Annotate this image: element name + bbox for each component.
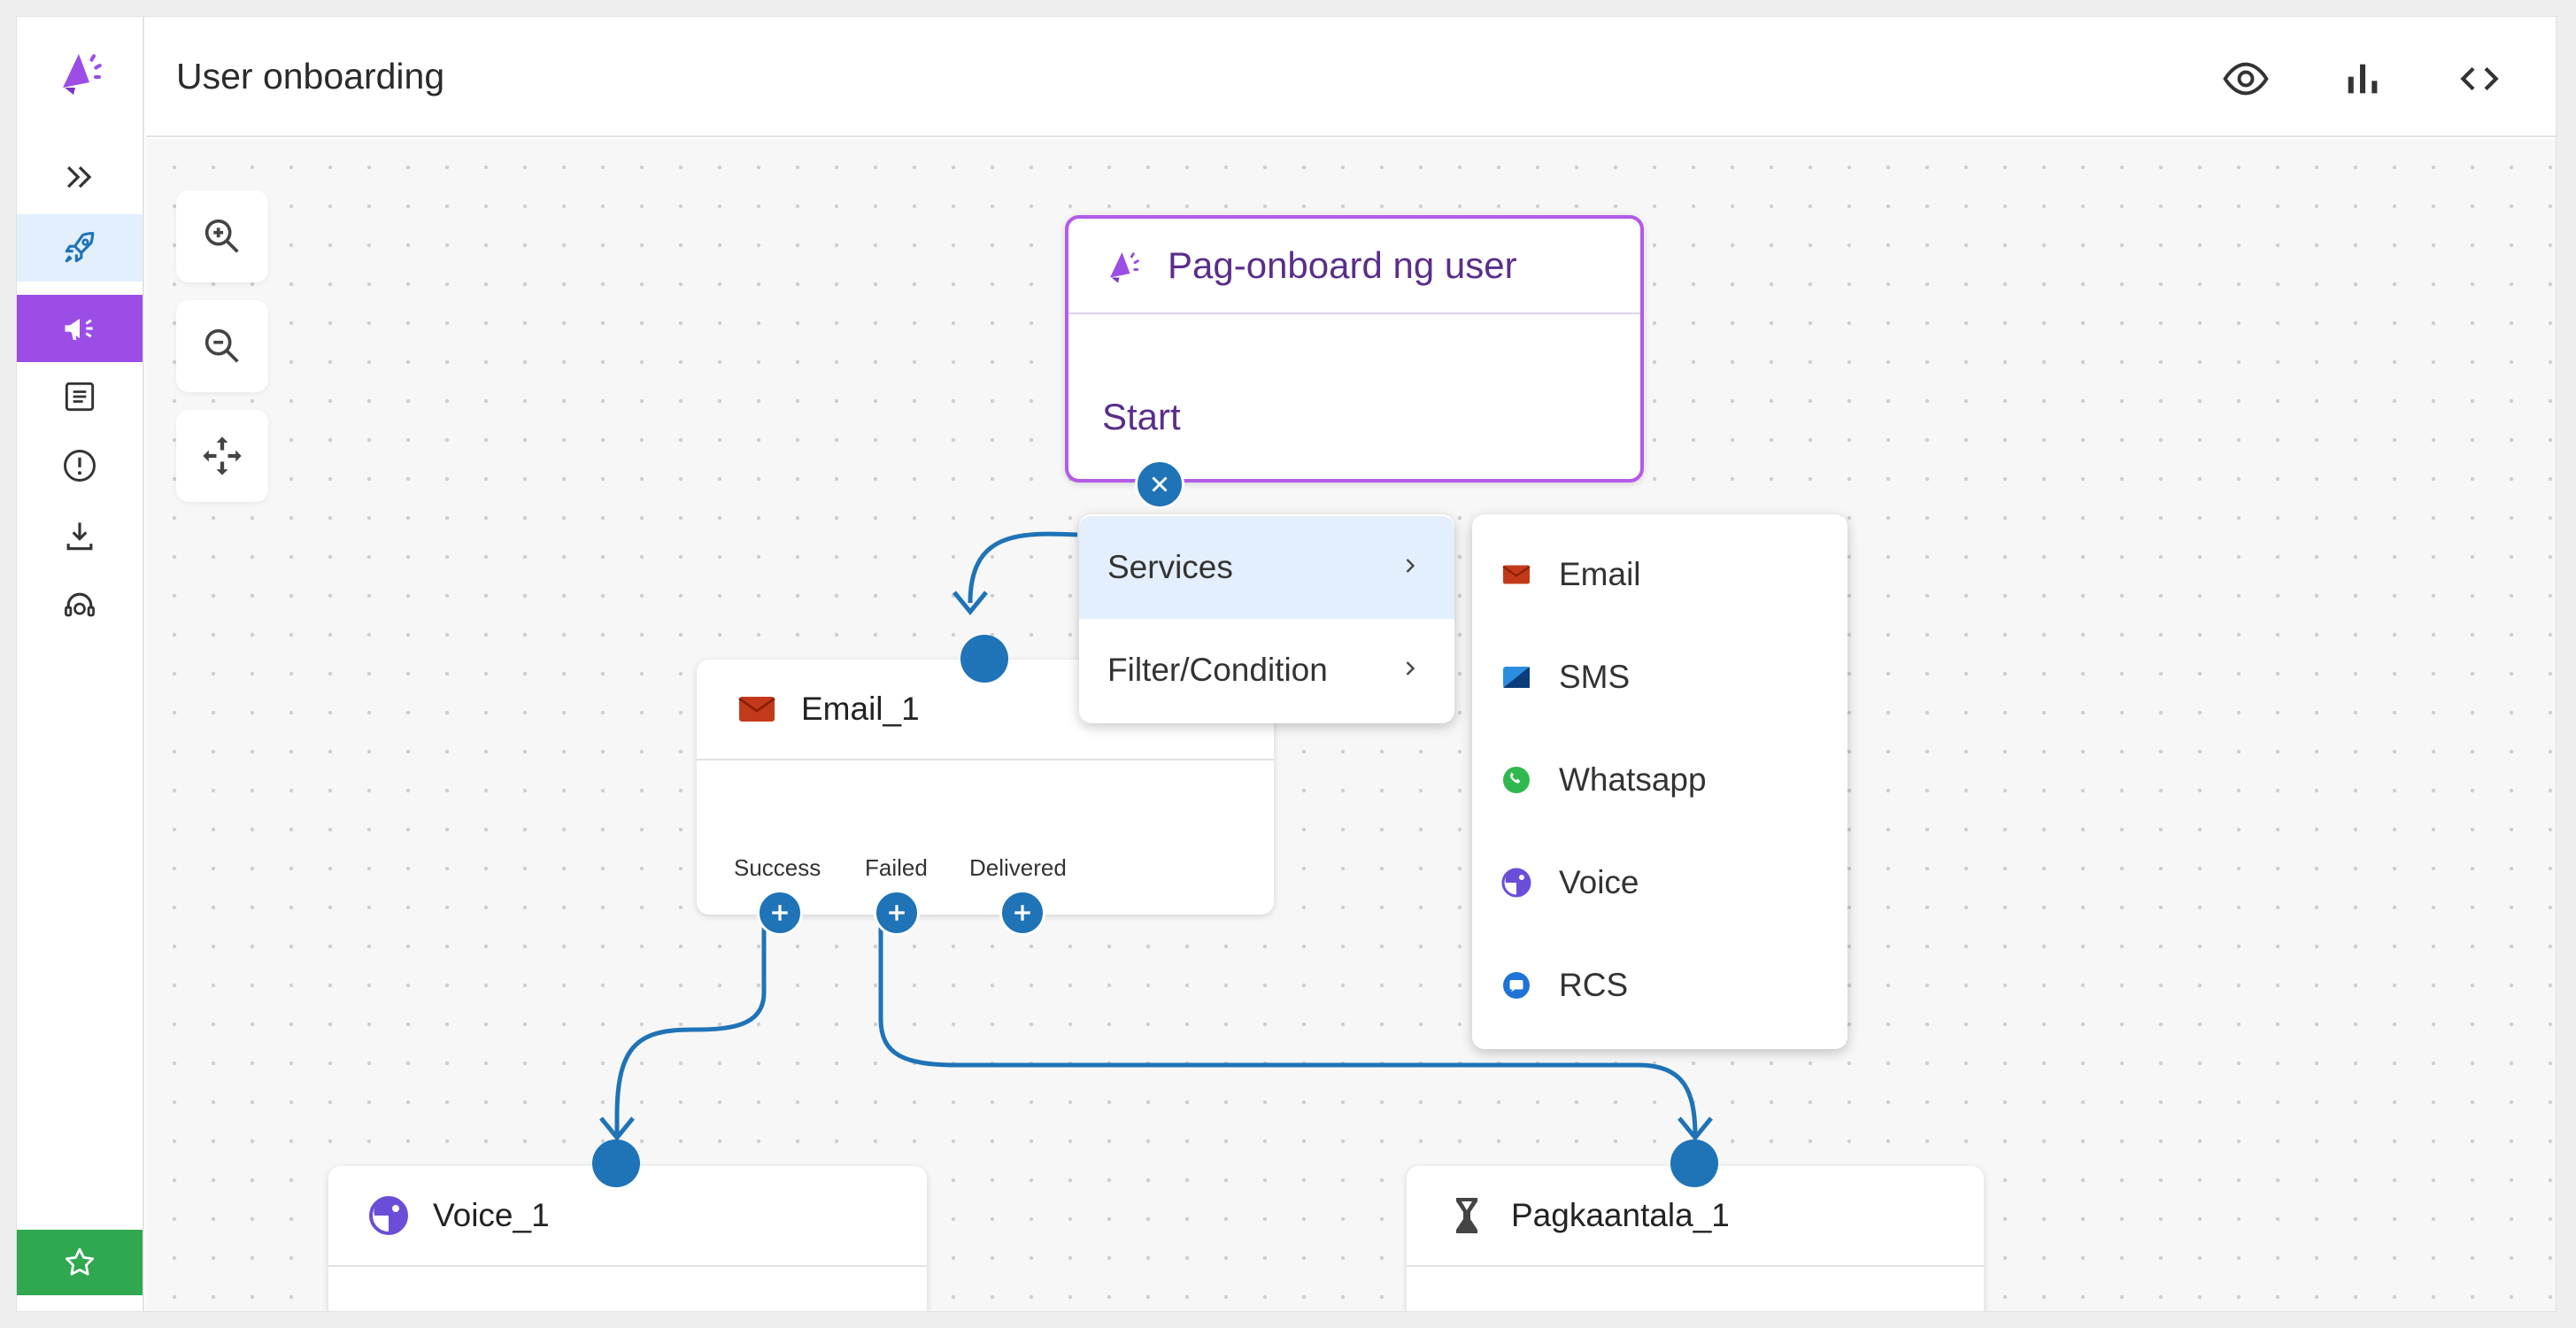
code-view-button[interactable] bbox=[2451, 50, 2508, 107]
alert-icon bbox=[64, 450, 96, 482]
hourglass-icon bbox=[1446, 1194, 1488, 1237]
service-email-label: Email bbox=[1559, 556, 1641, 592]
add-failed-step-button[interactable] bbox=[874, 890, 920, 936]
email-icon bbox=[1500, 559, 1532, 591]
page-title: User onboarding bbox=[176, 56, 445, 97]
code-icon bbox=[2460, 66, 2499, 91]
star-icon bbox=[65, 1247, 95, 1276]
service-sms-label: SMS bbox=[1559, 659, 1631, 695]
node-context-menu: Services Filter/Condition bbox=[1079, 514, 1454, 723]
menu-item-services[interactable]: Services bbox=[1079, 516, 1454, 619]
start-node-header: Pag-onboard ng user bbox=[1068, 219, 1640, 314]
delay-node-input-handle[interactable] bbox=[1670, 1139, 1718, 1187]
sidebar bbox=[17, 17, 144, 1311]
voice-node[interactable]: Voice_1 bbox=[328, 1166, 927, 1311]
eye-icon bbox=[2223, 62, 2269, 96]
voice-icon bbox=[367, 1194, 410, 1237]
service-rcs[interactable]: RCS bbox=[1472, 934, 1847, 1037]
service-whatsapp-label: Whatsapp bbox=[1559, 761, 1707, 798]
favorite-button[interactable] bbox=[17, 1230, 143, 1295]
delay-node-header: Pagkaantala_1 bbox=[1407, 1166, 1984, 1267]
delay-node-title: Pagkaantala_1 bbox=[1511, 1197, 1730, 1233]
output-label-failed: Failed bbox=[865, 854, 928, 881]
delay-node[interactable]: Pagkaantala_1 bbox=[1407, 1166, 1984, 1311]
email-node-title: Email_1 bbox=[801, 691, 920, 727]
preview-button[interactable] bbox=[2217, 50, 2274, 107]
email-node-header: Email_1 bbox=[697, 660, 1274, 761]
fit-view-button[interactable] bbox=[176, 410, 268, 502]
sidebar-item-download[interactable] bbox=[17, 502, 143, 569]
voice-node-input-handle[interactable] bbox=[592, 1139, 640, 1187]
plus-icon bbox=[772, 905, 788, 921]
megaphone-icon bbox=[1102, 244, 1145, 287]
menu-item-services-label: Services bbox=[1107, 549, 1233, 585]
header: User onboarding bbox=[146, 17, 2556, 137]
plus-icon bbox=[889, 905, 905, 921]
rcs-icon bbox=[1500, 969, 1532, 1001]
menu-item-filter-label: Filter/Condition bbox=[1107, 652, 1328, 688]
email-node-input-handle[interactable] bbox=[960, 635, 1008, 683]
add-delivered-step-button[interactable] bbox=[999, 890, 1045, 936]
start-node[interactable]: Pag-onboard ng user Start bbox=[1065, 215, 1644, 483]
support-icon bbox=[65, 592, 95, 617]
whatsapp-icon bbox=[1500, 764, 1532, 796]
service-voice-label: Voice bbox=[1559, 864, 1639, 900]
zoom-out-icon bbox=[204, 328, 239, 363]
sidebar-item-rocket[interactable] bbox=[17, 214, 143, 282]
close-icon bbox=[1152, 476, 1168, 492]
chevron-right-icon bbox=[1406, 661, 1415, 676]
services-submenu: Email SMS Whatsapp Voice RCS bbox=[1472, 514, 1847, 1049]
zoom-out-button[interactable] bbox=[176, 300, 268, 392]
service-voice[interactable]: Voice bbox=[1472, 831, 1847, 934]
chevron-right-icon bbox=[1406, 559, 1415, 573]
expand-sidebar-icon[interactable] bbox=[17, 143, 143, 211]
plus-icon bbox=[1014, 905, 1030, 921]
zoom-in-icon bbox=[204, 219, 239, 253]
move-icon bbox=[203, 436, 242, 475]
sidebar-item-support[interactable] bbox=[17, 572, 143, 639]
sidebar-item-logs[interactable] bbox=[17, 363, 143, 430]
megaphone-icon bbox=[65, 319, 93, 340]
sms-icon bbox=[1500, 661, 1532, 693]
voice-node-title: Voice_1 bbox=[433, 1197, 550, 1233]
service-rcs-label: RCS bbox=[1559, 967, 1629, 1003]
output-label-delivered: Delivered bbox=[969, 854, 1067, 881]
zoom-in-button[interactable] bbox=[176, 190, 268, 282]
bar-chart-icon bbox=[2348, 64, 2378, 94]
voice-node-header: Voice_1 bbox=[328, 1166, 927, 1267]
analytics-button[interactable] bbox=[2334, 50, 2391, 107]
sidebar-item-alerts[interactable] bbox=[17, 432, 143, 499]
add-success-step-button[interactable] bbox=[757, 890, 803, 936]
start-node-title: Pag-onboard ng user bbox=[1168, 244, 1517, 286]
app-window: User onboarding bbox=[16, 16, 2557, 1312]
email-icon bbox=[736, 688, 778, 730]
service-sms[interactable]: SMS bbox=[1472, 626, 1847, 729]
output-label-success: Success bbox=[734, 854, 821, 881]
service-email[interactable]: Email bbox=[1472, 523, 1847, 626]
menu-item-filter-condition[interactable]: Filter/Condition bbox=[1079, 619, 1454, 722]
close-menu-button[interactable] bbox=[1135, 459, 1184, 509]
document-icon bbox=[65, 382, 95, 412]
brand-logo-icon bbox=[52, 43, 109, 100]
sidebar-item-campaigns[interactable] bbox=[17, 295, 143, 362]
voice-icon bbox=[1500, 867, 1532, 899]
download-icon bbox=[66, 522, 93, 551]
service-whatsapp[interactable]: Whatsapp bbox=[1472, 729, 1847, 831]
rocket-icon bbox=[65, 231, 95, 263]
start-node-label: Start bbox=[1102, 396, 1181, 437]
